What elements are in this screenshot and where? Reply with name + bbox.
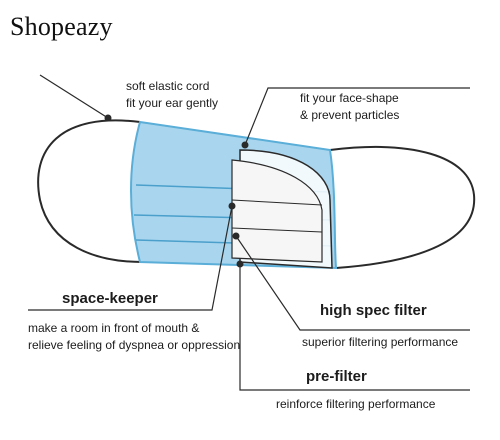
- filter-pleat: [231, 227, 323, 233]
- space-keeper-line2: relieve feeling of dyspnea or oppression: [28, 338, 241, 352]
- pre-filter-desc: reinforce filtering performance: [276, 397, 436, 411]
- filter-layer-middle: [231, 159, 323, 263]
- elastic-cord-line2: fit your ear gently: [126, 96, 219, 110]
- face-shape-line2: & prevent particles: [300, 108, 400, 122]
- pre-filter-title: pre-filter: [306, 368, 367, 385]
- brand-logo-text: Shopeazy: [10, 12, 113, 41]
- right-ear-loop: [329, 146, 476, 269]
- leader-high: [235, 235, 470, 331]
- elastic-cord-line1: soft elastic cord: [126, 79, 210, 93]
- left-ear-loop: [37, 119, 143, 263]
- leader-cord: [39, 74, 109, 119]
- high-spec-filter-desc: superior filtering performance: [302, 335, 459, 349]
- leader-pre: [239, 264, 470, 391]
- space-keeper-line1: make a room in front of mouth &: [28, 321, 200, 335]
- leader-face: [244, 87, 470, 146]
- space-keeper-title: space-keeper: [62, 290, 158, 307]
- filter-pleat: [231, 199, 323, 206]
- leader-space: [28, 205, 233, 311]
- face-shape-line1: fit your face-shape: [300, 91, 399, 105]
- high-spec-filter-title: high spec filter: [320, 302, 427, 319]
